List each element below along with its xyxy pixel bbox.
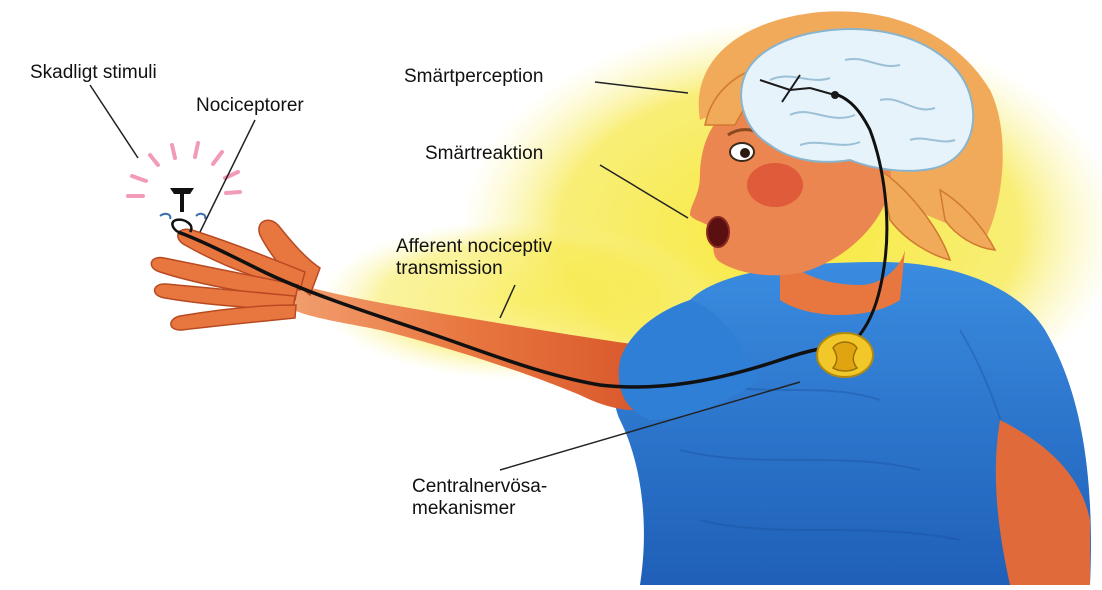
cheek	[747, 163, 803, 207]
label-nociceptors: Nociceptorer	[196, 95, 304, 117]
label-afferent-line1: Afferent nociceptiv	[396, 236, 552, 258]
mouth	[707, 217, 729, 247]
label-pain-perception: Smärtperception	[404, 66, 543, 88]
leader-nociceptorer	[200, 120, 255, 232]
spinal-cord-cross-section-icon	[817, 333, 873, 377]
label-pain-reaction: Smärtreaktion	[425, 143, 543, 165]
label-afferent-transmission: Afferent nociceptiv transmission	[396, 236, 552, 280]
hand	[151, 220, 320, 330]
label-central-line2: mekanismer	[412, 498, 547, 520]
pupil	[740, 148, 750, 158]
label-central-mechanisms: Centralnervösa- mekanismer	[412, 476, 547, 520]
label-harmful-stimulus: Skadligt stimuli	[30, 62, 157, 84]
label-afferent-line2: transmission	[396, 258, 552, 280]
leader-stimuli	[90, 85, 138, 158]
thumbtack-icon	[160, 188, 205, 219]
label-central-line1: Centralnervösa-	[412, 476, 547, 498]
